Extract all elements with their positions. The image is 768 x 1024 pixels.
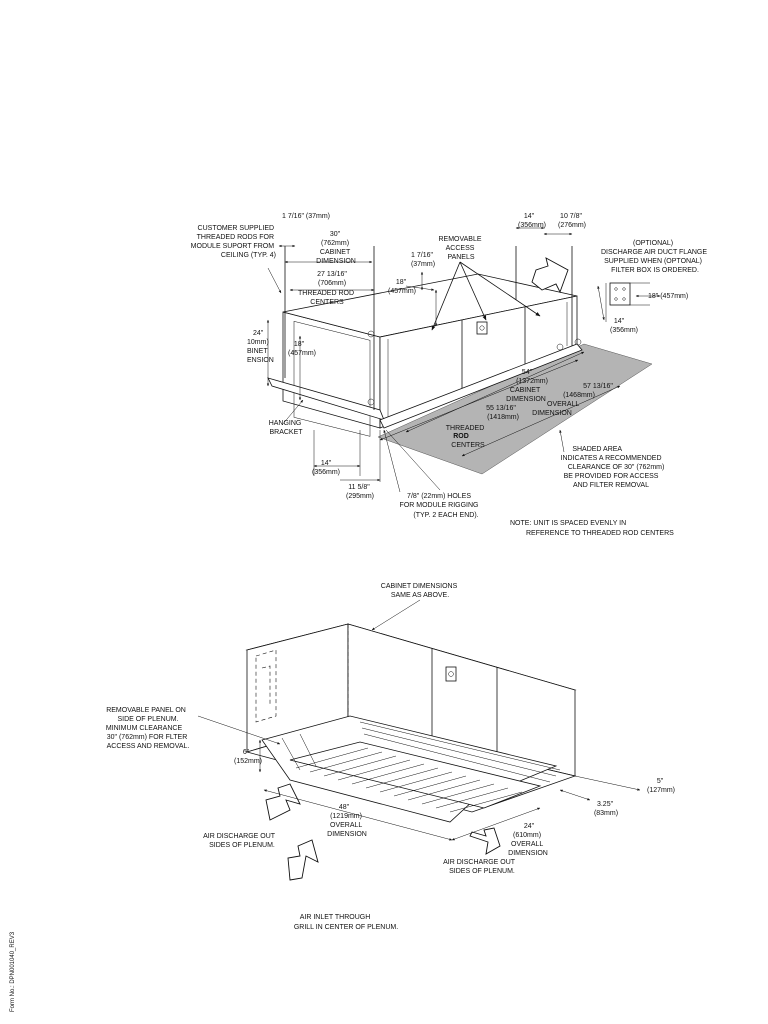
bottom-labels: CABINET DIMENSIONS SAME AS ABOVE. REMOVA…	[106, 583, 675, 931]
label-24: 24" (610mm) OVERALL DIMENSION	[508, 823, 548, 857]
label-11-5-8: 11 5/8" (295mm)	[346, 484, 374, 500]
label-6: 6" (152mm)	[234, 749, 262, 765]
label-rod-27: 27 13/16" (706mm) THREADED ROD CENTERS	[298, 271, 356, 306]
label-18-left: 18" (457mm)	[288, 341, 316, 357]
air-inlet-arrow	[287, 839, 319, 881]
discharge-vanes	[281, 721, 561, 783]
top-isometric-unit	[266, 226, 661, 493]
optional-duct-flange	[605, 282, 650, 322]
label-1-7-16-mid: 1 7/16" (37mm)	[411, 252, 435, 268]
form-number: Form No.: DPN001040_REV3	[10, 931, 16, 1012]
label-18-mid: 18" (457mm)	[388, 279, 416, 295]
label-48: 48" (1219mm) OVERALL DIMENSION	[327, 804, 367, 838]
label-shaded-area: SHADED AREA INDICATES A RECOMMENDED CLEA…	[561, 446, 667, 489]
label-5: 5" (127mm)	[647, 778, 675, 794]
label-hanging-bracket: HANGING BRACKET	[269, 420, 304, 436]
label-removable-panel: REMOVABLE PANEL ON SIDE OF PLENUM. MINIM…	[106, 707, 190, 750]
label-cabinet-24: 24" 10mm) BINET ENSION	[247, 330, 274, 364]
label-1-7-16-top: 1 7/16" (37mm)	[282, 213, 330, 220]
label-overall-57: 57 13/16" (1468mm) OVERALL DIMENSION	[532, 383, 615, 417]
label-optional-flange: (OPTIONAL) DISCHARGE AIR DUCT FLANGE SUP…	[601, 240, 709, 274]
label-rod-55: 55 13/16" (1418mm) THREADED ROD CENTERS	[446, 405, 521, 449]
label-3-25: 3.25" (83mm)	[594, 801, 618, 817]
label-18-right: 18" (457mm)	[648, 293, 688, 300]
label-removable-panels: REMOVABLE ACCESS PANELS	[438, 236, 483, 261]
discharge-airflow-arrow	[531, 257, 569, 294]
label-air-inlet: AIR INLET THROUGH GRILL IN CENTER OF PLE…	[294, 914, 398, 931]
access-latch	[476, 321, 488, 335]
label-customer-rods: CUSTOMER SUPPLIED THREADED RODS FOR MODU…	[191, 225, 276, 259]
label-cabinet-30: 30" (762mm) CABINET DIMENSION	[316, 231, 356, 265]
label-air-discharge-left: AIR DISCHARGE OUT SIDES OF PLENUM.	[203, 833, 277, 849]
top-labels: 1 7/16" (37mm) CUSTOMER SUPPLIED THREADE…	[191, 213, 709, 537]
label-rigging-holes: 7/8" (22mm) HOLES FOR MODULE RIGGING (TY…	[400, 493, 481, 519]
label-14-top: 14" (356mm)	[518, 213, 546, 229]
access-latch	[445, 666, 457, 682]
label-note: NOTE: UNIT IS SPACED EVENLY IN REFERENCE…	[510, 520, 674, 537]
label-10-7-8: 10 7/8" (276mm)	[558, 213, 586, 229]
label-14-right: 14" (356mm)	[610, 318, 638, 334]
label-14-bottom: 14" (356mm)	[312, 460, 340, 476]
bottom-isometric-unit	[197, 599, 641, 881]
label-cabinet-same: CABINET DIMENSIONS SAME AS ABOVE.	[381, 583, 459, 599]
label-air-discharge-right: AIR DISCHARGE OUT SIDES OF PLENUM.	[443, 859, 517, 875]
label-cabinet-54: 54" (1372mm) CABINET DIMENSION	[506, 369, 550, 403]
air-discharge-arrow-left	[265, 783, 301, 821]
